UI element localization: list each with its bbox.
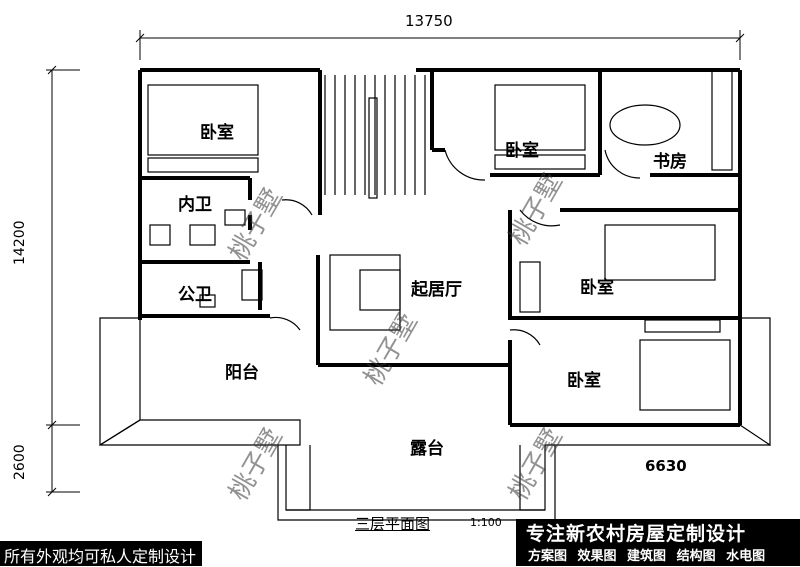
bed — [147, 84, 259, 156]
room-bedroom-bottom-right: 卧室 — [567, 371, 601, 391]
room-bedroom-top-left: 卧室 — [200, 123, 234, 143]
room-bedroom-right: 卧室 — [580, 278, 614, 298]
door-arc — [281, 199, 313, 216]
wardrobe — [147, 157, 259, 173]
plan-title: 三层平面图 — [355, 515, 431, 533]
banner-services: 方案图 效果图 建筑图 结构图 水电图 — [528, 549, 766, 564]
plan-scale: 1:100 — [470, 516, 502, 529]
promo-banner: 专注新农村房屋定制设计 方案图 效果图 建筑图 结构图 水电图 — [516, 519, 800, 566]
room-study: 书房 — [653, 152, 687, 172]
room-inner-bath: 内卫 — [178, 195, 212, 215]
room-balcony: 阳台 — [225, 363, 259, 383]
footer-note: 所有外观均可私人定制设计 — [0, 541, 203, 566]
top-width-dimension: 13750 — [405, 12, 453, 30]
right-width-dimension: 6630 — [645, 457, 687, 475]
left-lower-dimension: 2600 — [12, 444, 28, 480]
banner-headline: 专注新农村房屋定制设计 — [526, 523, 747, 545]
study-desk — [609, 104, 681, 146]
walls — [138, 68, 742, 427]
room-public-bath: 公卫 — [178, 285, 212, 305]
stair-treads — [324, 75, 426, 199]
balcony-railing — [99, 317, 141, 447]
room-living: 起居厅 — [411, 280, 462, 300]
left-height-dimension: 14200 — [12, 220, 28, 265]
room-terrace: 露台 — [410, 439, 444, 459]
room-bedroom-top-center: 卧室 — [505, 141, 539, 161]
